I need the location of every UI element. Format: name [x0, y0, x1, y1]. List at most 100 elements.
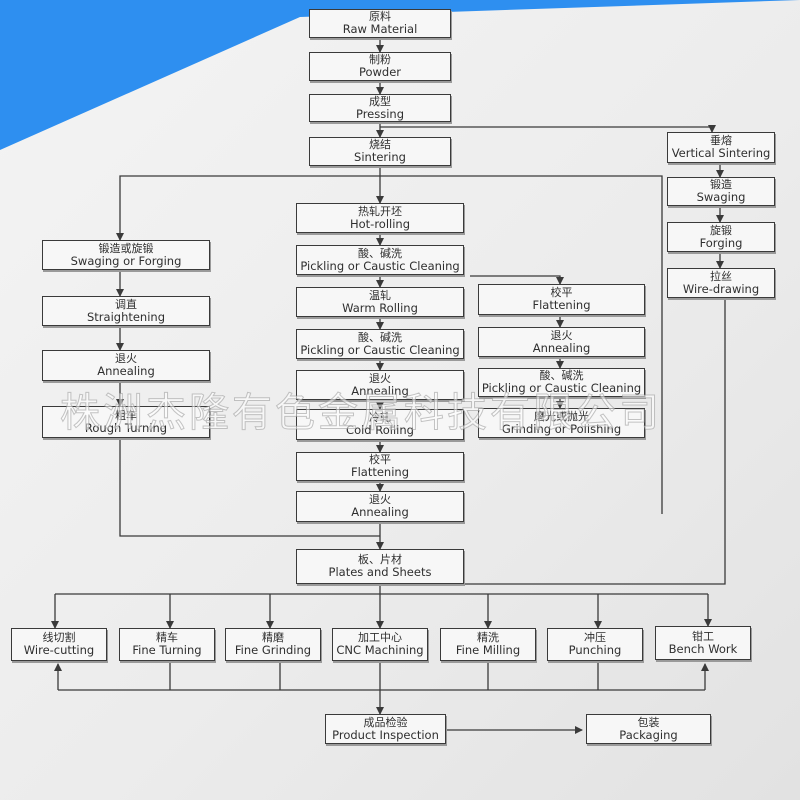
node-flattening-mid-en: Flattening	[350, 465, 410, 480]
node-cnc-machining-zh: 加工中心	[358, 631, 402, 645]
node-annealing-mid-2-zh: 退火	[369, 493, 391, 507]
node-bench-work-en: Bench Work	[668, 641, 738, 656]
node-straightening: 调直 Straightening	[42, 296, 210, 326]
node-pressing-en: Pressing	[355, 106, 405, 121]
node-vertical-sintering: 垂熔 Vertical Sintering	[667, 132, 775, 163]
node-fine-milling-zh: 精洗	[477, 631, 499, 645]
node-packaging-zh: 包装	[637, 715, 660, 729]
node-wire-cutting-en: Wire-cutting	[23, 643, 95, 658]
node-hot-rolling-zh: 热轧开坯	[358, 204, 402, 218]
node-annealing-right-zh: 退火	[550, 328, 573, 342]
node-fine-turning-en: Fine Turning	[132, 643, 202, 658]
node-swaging-or-forging: 锻造或旋锻 Swaging or Forging	[42, 240, 210, 270]
node-vertical-sintering-zh: 垂熔	[710, 134, 732, 148]
node-flattening-right-zh: 校平	[550, 286, 573, 300]
node-plates-and-sheets-zh: 板、片材	[358, 553, 402, 567]
node-swaging-zh: 锻造	[710, 178, 732, 192]
node-hot-rolling: 热轧开坯 Hot-rolling	[296, 203, 464, 233]
node-flattening-mid-zh: 校平	[369, 453, 391, 467]
node-bench-work-zh: 钳工	[692, 629, 714, 643]
node-product-inspection: 成品检验 Product Inspection	[325, 714, 446, 744]
node-annealing-right: 退火 Annealing	[478, 327, 645, 357]
node-annealing-left: 退火 Annealing	[42, 350, 210, 381]
node-flattening-right-en: Flattening	[532, 298, 591, 313]
node-annealing-mid-1-zh: 退火	[369, 371, 391, 385]
node-grinding-polishing-en: Grinding or Polishing	[501, 421, 622, 436]
node-punching-zh: 冲压	[584, 631, 606, 645]
node-fine-grinding-zh: 精磨	[262, 631, 284, 645]
node-wire-cutting: 线切割 Wire-cutting	[11, 628, 107, 661]
node-annealing-mid-1-en: Annealing	[351, 383, 409, 398]
node-powder-zh: 制粉	[369, 53, 391, 67]
node-cold-rolling-en: Cold Rolling	[346, 423, 414, 438]
node-grinding-polishing-zh: 磨光或抛光	[534, 409, 589, 423]
node-pressing: 成型 Pressing	[309, 94, 451, 122]
node-cnc-machining-en: CNC Machining	[336, 643, 424, 658]
node-pickling-2-en: Pickling or Caustic Cleaning	[300, 342, 460, 357]
node-pickling-2-zh: 酸、碱洗	[358, 330, 402, 344]
node-straightening-zh: 调直	[115, 297, 137, 311]
node-packaging-en: Packaging	[619, 727, 678, 742]
node-powder: 制粉 Powder	[309, 52, 451, 81]
node-grinding-polishing: 磨光或抛光 Grinding or Polishing	[478, 408, 645, 438]
node-pickling-right-zh: 酸、碱洗	[539, 369, 584, 383]
node-forging: 旋锻 Forging	[667, 222, 775, 252]
node-warm-rolling: 温轧 Warm Rolling	[296, 287, 464, 317]
node-pickling-right-en: Pickling or Caustic Cleaning	[481, 381, 642, 396]
node-bench-work: 钳工 Bench Work	[655, 626, 751, 660]
node-fine-milling: 精洗 Fine Milling	[440, 628, 536, 661]
node-wire-drawing: 拉丝 Wire-drawing	[667, 268, 775, 298]
node-powder-en: Powder	[358, 65, 402, 80]
node-pressing-zh: 成型	[369, 94, 391, 108]
node-sintering-en: Sintering	[354, 150, 406, 165]
node-pickling-2: 酸、碱洗 Pickling or Caustic Cleaning	[296, 329, 464, 359]
node-pickling-1: 酸、碱洗 Pickling or Caustic Cleaning	[296, 245, 464, 275]
node-swaging-en: Swaging	[696, 190, 746, 205]
node-annealing-mid-2: 退火 Annealing	[296, 491, 464, 522]
node-annealing-left-en: Annealing	[97, 364, 155, 379]
node-fine-milling-en: Fine Milling	[455, 643, 521, 658]
node-swaging: 锻造 Swaging	[667, 177, 775, 206]
node-rough-turning: 粗车 Rough Turning	[42, 406, 210, 438]
node-annealing-right-en: Annealing	[532, 340, 591, 355]
node-swaging-or-forging-zh: 锻造或旋锻	[98, 241, 154, 255]
node-raw-material-zh: 原料	[369, 10, 391, 24]
node-flattening-mid: 校平 Flattening	[296, 452, 464, 481]
node-sintering-zh: 烧结	[369, 138, 391, 152]
node-raw-material-en: Raw Material	[342, 22, 418, 37]
node-wire-drawing-zh: 拉丝	[710, 269, 732, 283]
node-vertical-sintering-en: Vertical Sintering	[671, 146, 771, 161]
node-plates-and-sheets-en: Plates and Sheets	[328, 565, 432, 580]
node-annealing-mid-1: 退火 Annealing	[296, 370, 464, 400]
node-fine-turning: 精车 Fine Turning	[119, 628, 215, 661]
node-forging-zh: 旋锻	[710, 223, 732, 237]
node-pickling-right: 酸、碱洗 Pickling or Caustic Cleaning	[478, 368, 645, 397]
node-punching: 冲压 Punching	[547, 628, 643, 661]
node-product-inspection-en: Product Inspection	[332, 727, 439, 742]
node-straightening-en: Straightening	[86, 309, 166, 324]
node-fine-turning-zh: 精车	[156, 631, 178, 645]
node-wire-drawing-en: Wire-drawing	[682, 281, 760, 296]
node-annealing-left-zh: 退火	[115, 352, 137, 366]
node-warm-rolling-en: Warm Rolling	[342, 300, 418, 315]
node-hot-rolling-en: Hot-rolling	[349, 216, 411, 231]
node-annealing-mid-2-en: Annealing	[351, 505, 409, 520]
node-punching-en: Punching	[568, 643, 622, 658]
node-pickling-1-en: Pickling or Caustic Cleaning	[300, 258, 460, 273]
node-warm-rolling-zh: 温轧	[369, 288, 391, 302]
node-cold-rolling: 冷轧 Cold Rolling	[296, 409, 464, 440]
node-rough-turning-zh: 粗车	[115, 408, 137, 422]
node-fine-grinding: 精磨 Fine Grinding	[225, 628, 321, 661]
node-flattening-right: 校平 Flattening	[478, 284, 645, 315]
node-plates-and-sheets: 板、片材 Plates and Sheets	[296, 549, 464, 584]
node-forging-en: Forging	[699, 235, 743, 250]
node-packaging: 包装 Packaging	[586, 714, 711, 744]
node-cold-rolling-zh: 冷轧	[369, 411, 391, 425]
node-cnc-machining: 加工中心 CNC Machining	[332, 628, 428, 661]
node-sintering: 烧结 Sintering	[309, 137, 451, 166]
node-rough-turning-en: Rough Turning	[84, 420, 168, 435]
node-wire-cutting-zh: 线切割	[42, 631, 76, 645]
node-swaging-or-forging-en: Swaging or Forging	[70, 253, 182, 268]
node-product-inspection-zh: 成品检验	[363, 715, 408, 729]
